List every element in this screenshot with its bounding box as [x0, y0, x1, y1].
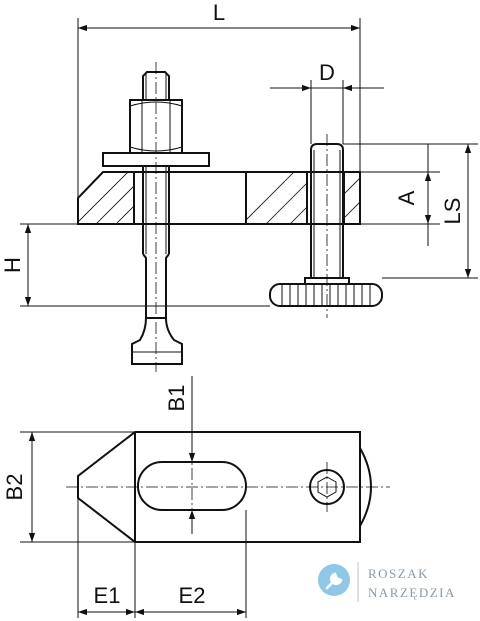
clamp-body-outline: [77, 171, 361, 225]
dim-label-E2: E2: [179, 583, 206, 608]
logo-line-2: Narzędzia: [368, 585, 456, 600]
logo-line-1: Roszak: [368, 566, 429, 581]
side-view: L D A LS H: [0, 0, 478, 372]
dim-label-A: A: [394, 190, 419, 205]
top-view: B1 B2 E1 E2: [2, 376, 390, 618]
dim-label-B2: B2: [2, 474, 27, 501]
dim-label-D: D: [319, 60, 335, 85]
dim-label-H: H: [0, 257, 25, 273]
dim-label-LS: LS: [440, 198, 465, 225]
brand-logo: Roszak Narzędzia: [318, 562, 456, 602]
dim-label-L: L: [213, 0, 225, 25]
knurled-foot: [269, 283, 383, 307]
t-bolt-head: [131, 317, 183, 365]
dim-label-E1: E1: [94, 583, 121, 608]
dim-label-B1: B1: [164, 385, 189, 412]
support-screw: [310, 143, 344, 279]
knurl-lines: [281, 285, 371, 305]
hatch-left: [78, 172, 134, 224]
